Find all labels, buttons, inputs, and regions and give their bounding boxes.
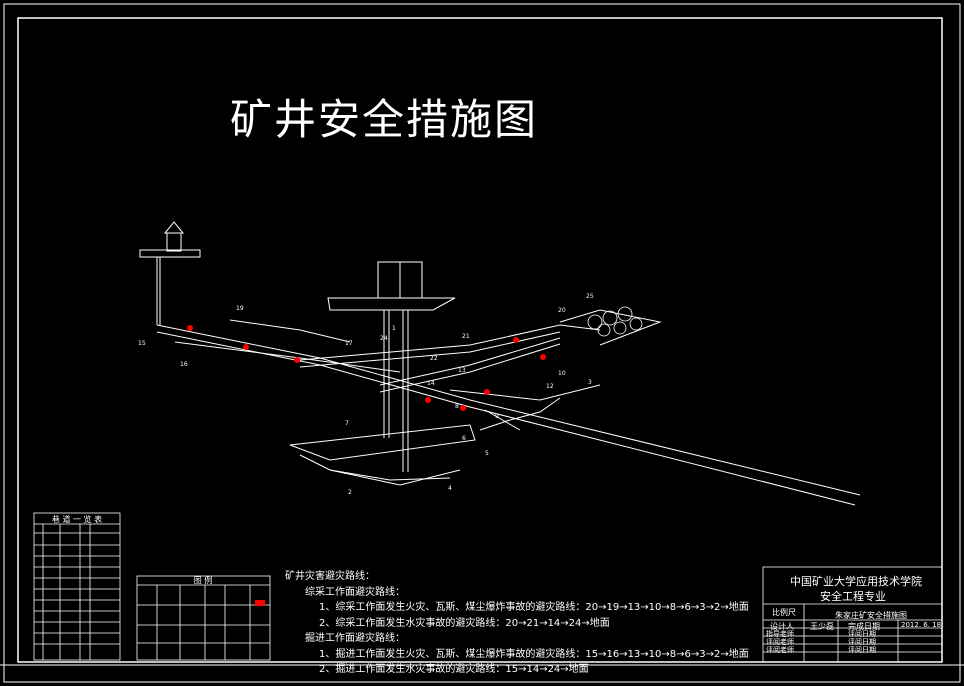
label-3: 3 [588, 379, 592, 386]
inner-frame [17, 17, 943, 663]
advisor-label: 指导老师 [766, 630, 794, 638]
mining-route-1: 1、综采工作面发生火灾、瓦斯、煤尘爆炸事故的避灾路线：20→19→13→10→8… [319, 602, 749, 613]
label-13: 13 [458, 367, 466, 374]
label-21: 21 [462, 333, 470, 340]
legend-title: 图 例 [194, 575, 213, 585]
point-labels: 1 2 3 4 5 6 7 8 9 10 12 13 14 15 16 17 1… [138, 293, 594, 496]
review-date-1: 评阅日期 [848, 630, 876, 638]
main-shaft [327, 261, 456, 472]
label-5: 5 [485, 450, 489, 457]
label-8: 8 [455, 403, 459, 410]
label-25: 25 [586, 293, 594, 300]
reviewer-label-1: 评阅老师 [766, 638, 794, 646]
drawing-name: 朱家庄矿安全措施图 [835, 611, 907, 620]
label-9: 9 [495, 413, 499, 420]
diagram-title: 矿井安全措施图 [230, 95, 539, 144]
completion-date: 2012. 6. 18 [901, 621, 942, 629]
label-24: 24 [380, 335, 388, 342]
label-17: 17 [345, 340, 353, 347]
goaf-area [587, 306, 643, 337]
label-2: 2 [348, 489, 352, 496]
label-7: 7 [345, 420, 349, 427]
label-1: 1 [392, 325, 396, 332]
major-name: 安全工程专业 [820, 590, 886, 603]
completion-date-label: 完成日期 [848, 622, 880, 631]
label-20: 20 [558, 307, 566, 314]
label-22: 22 [430, 355, 438, 362]
school-name: 中国矿业大学应用技术学院 [790, 575, 922, 588]
scale-label: 比例尺 [772, 608, 796, 617]
outer-frame [3, 3, 961, 683]
label-19: 19 [236, 305, 244, 312]
driving-face-heading: 掘进工作面避灾路线： [305, 633, 405, 644]
roadway-table [33, 512, 121, 661]
label-4: 4 [448, 485, 452, 492]
label-12: 12 [546, 383, 554, 390]
legend-red-symbol [255, 600, 265, 606]
driving-route-1: 1、掘进工作面发生火灾、瓦斯、煤尘爆炸事故的避灾路线：15→16→13→10→8… [319, 648, 749, 660]
label-14: 14 [427, 380, 435, 387]
label-15: 15 [138, 340, 146, 347]
mining-face-heading: 综采工作面避灾路线： [305, 586, 405, 598]
label-6: 6 [462, 435, 466, 442]
roadway-table-title: 巷 道 一 览 表 [52, 514, 102, 524]
evacuation-routes: 矿井灾害避灾路线： 综采工作面避灾路线： 1、综采工作面发生火灾、瓦斯、煤尘爆炸… [285, 569, 749, 678]
roadway-network [156, 309, 861, 506]
designer-name: 王少磊 [810, 622, 834, 631]
driving-route-2: 2、掘进工作面发生水灾事故的避灾路线：15→14→24→地面 [319, 664, 589, 675]
review-date-2: 评阅日期 [848, 638, 876, 646]
review-date-3: 评阅日期 [848, 646, 876, 654]
label-16: 16 [180, 361, 188, 368]
designer-label: 设计人 [770, 622, 794, 631]
mining-route-2: 2、综采工作面发生水灾事故的避灾路线：20→21→14→24→地面 [319, 617, 610, 629]
reviewer-label-2: 评阅老师 [766, 646, 794, 654]
headframe-building [139, 221, 201, 325]
label-10: 10 [558, 370, 566, 377]
legend-table [136, 575, 271, 661]
ventilation-markers [187, 325, 546, 411]
evacuation-heading: 矿井灾害避灾路线： [285, 571, 375, 582]
title-block [762, 566, 943, 663]
